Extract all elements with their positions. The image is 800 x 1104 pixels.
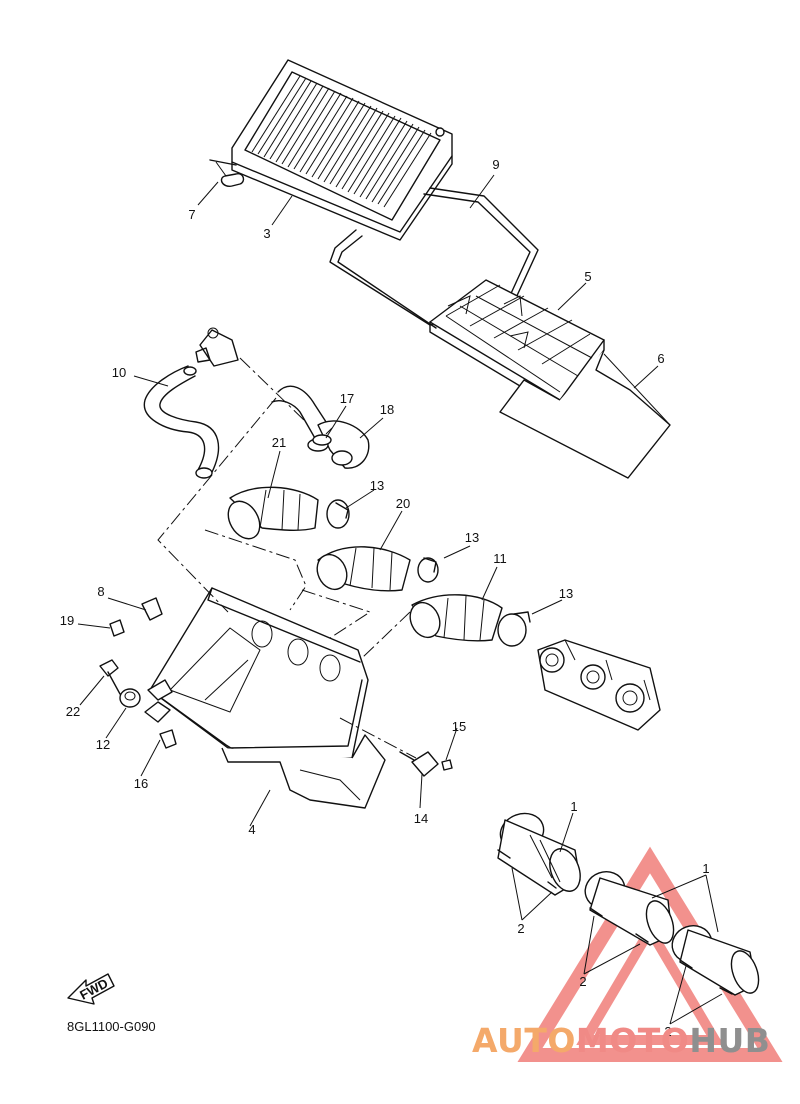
intake-joint-1c <box>671 925 760 996</box>
intake-joint-1a <box>497 812 581 896</box>
part-14-sensor <box>399 751 439 777</box>
callout-10: 10 <box>112 365 126 380</box>
hose-fitting <box>195 327 239 367</box>
air-filter-element <box>209 59 453 241</box>
clamp-13c <box>513 611 531 623</box>
diagram-code: 8GL1100-G090 <box>67 1019 156 1034</box>
gasket-sheet <box>499 349 671 479</box>
callout-labels: 7 3 9 5 6 10 17 18 21 13 20 13 11 13 8 1… <box>60 157 710 1039</box>
callout-13-a: 13 <box>370 478 384 493</box>
callout-21: 21 <box>272 435 286 450</box>
part-19-clip <box>109 619 125 637</box>
part-16-cap <box>159 729 177 749</box>
callout-1-b: 1 <box>702 861 709 876</box>
joint-21 <box>227 486 350 540</box>
intake-joint-1b <box>584 871 675 946</box>
throttle-body <box>537 639 661 731</box>
callout-13-c: 13 <box>559 586 573 601</box>
clamp-13b <box>423 557 437 573</box>
callout-11: 11 <box>493 551 507 566</box>
callout-4: 4 <box>248 822 255 837</box>
callout-2-a: 2 <box>517 921 524 936</box>
callout-9: 9 <box>492 157 499 172</box>
callout-5: 5 <box>584 269 591 284</box>
callout-2-b: 2 <box>579 974 586 989</box>
callout-19: 19 <box>60 613 74 628</box>
callout-18: 18 <box>380 402 394 417</box>
watermark-hub: HUB <box>689 1021 770 1060</box>
callout-7: 7 <box>188 207 195 222</box>
hose-10 <box>143 365 220 479</box>
forward-arrow-icon: FWD <box>67 973 115 1005</box>
hose-18 <box>271 385 370 469</box>
callout-16: 16 <box>134 776 148 791</box>
callout-20: 20 <box>396 496 410 511</box>
joint-20 <box>316 546 439 592</box>
air-box-case <box>144 587 386 809</box>
part-12-grommet <box>119 688 141 708</box>
part-22-bolt <box>99 659 121 695</box>
callout-13-b: 13 <box>465 530 479 545</box>
callout-12: 12 <box>96 737 110 752</box>
callout-17: 17 <box>340 391 354 406</box>
callout-15: 15 <box>452 719 466 734</box>
part-8-plate <box>141 597 163 621</box>
callout-14: 14 <box>414 811 428 826</box>
routing-lines <box>157 357 417 759</box>
clip-part <box>215 161 245 187</box>
part-15-screw <box>441 759 453 771</box>
clamp-13a <box>335 502 349 519</box>
watermark-text: AUTOMOTOHUB <box>472 1021 770 1060</box>
callout-6: 6 <box>657 351 664 366</box>
joint-11 <box>409 594 527 647</box>
watermark-moto: MOTO <box>576 1021 689 1060</box>
callout-8: 8 <box>97 584 104 599</box>
callout-1-a: 1 <box>570 799 577 814</box>
air-screen-grid <box>429 279 605 411</box>
callout-2-c: 2 <box>664 1024 671 1039</box>
leader-lines <box>77 174 723 1025</box>
watermark-auto: AUTO <box>472 1021 576 1060</box>
callout-3: 3 <box>263 226 270 241</box>
callout-22: 22 <box>66 704 80 719</box>
fwd-label: FWD <box>77 975 110 1002</box>
